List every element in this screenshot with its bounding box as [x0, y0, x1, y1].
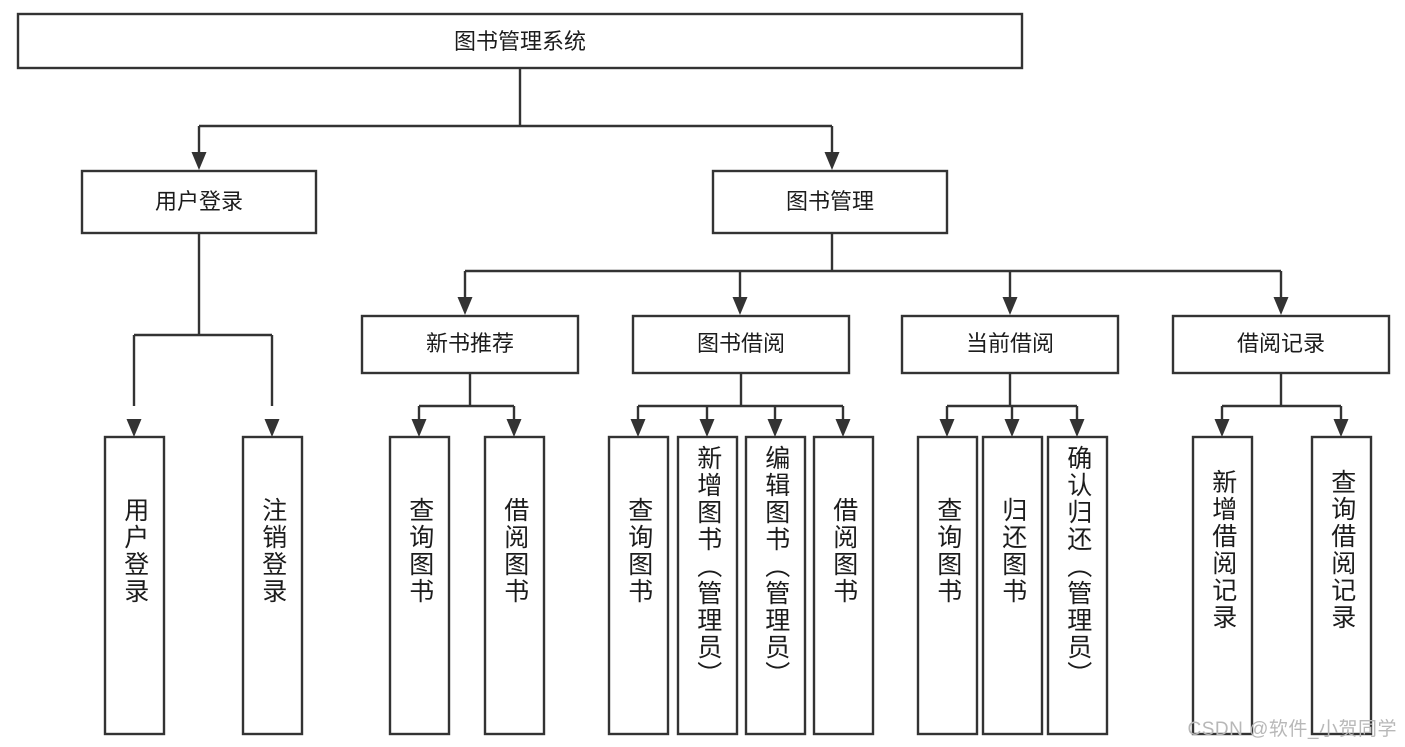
node-new-book-recommend[interactable]: 新书推荐 — [360, 314, 580, 375]
leaf-box-new-book-1[interactable] — [483, 435, 546, 736]
leaf-box-book-borrow-0[interactable] — [607, 435, 670, 736]
leaf-box-book-borrow-3[interactable] — [812, 435, 875, 736]
connector-group-user-login — [126, 233, 280, 437]
node-root-system[interactable]: 图书管理系统 — [16, 12, 1024, 70]
node-user-login-label: 用户登录 — [155, 189, 243, 214]
leaf-box-borrow-record-1[interactable] — [1310, 435, 1373, 736]
node-new-book-recommend-label: 新书推荐 — [426, 331, 514, 356]
leaf-box-borrow-record-0[interactable] — [1191, 435, 1254, 736]
leaf-box-book-borrow-1[interactable] — [676, 435, 739, 736]
connector-group-book-borrow — [630, 373, 851, 437]
node-book-manage[interactable]: 图书管理 — [711, 169, 949, 235]
leaf-box-book-borrow-2[interactable] — [744, 435, 807, 736]
node-user-login[interactable]: 用户登录 — [80, 169, 318, 235]
leaf-box-new-book-0[interactable] — [388, 435, 451, 736]
connector-group-borrow-record — [1214, 373, 1349, 437]
node-borrow-record-label: 借阅记录 — [1237, 331, 1325, 356]
node-borrow-record[interactable]: 借阅记录 — [1171, 314, 1391, 375]
leaf-box-current-borrow-2[interactable] — [1046, 435, 1109, 736]
node-current-borrow[interactable]: 当前借阅 — [900, 314, 1120, 375]
connector-group-root — [191, 68, 840, 170]
leaf-box-user-login-0[interactable] — [103, 435, 166, 736]
leaf-box-user-login-1[interactable] — [241, 435, 304, 736]
node-root-system-label: 图书管理系统 — [454, 29, 586, 54]
connector-group-current-borrow — [939, 373, 1085, 437]
leaf-box-current-borrow-1[interactable] — [981, 435, 1044, 736]
leaf-box-current-borrow-0[interactable] — [916, 435, 979, 736]
node-book-manage-label: 图书管理 — [786, 189, 874, 214]
node-current-borrow-label: 当前借阅 — [966, 331, 1054, 356]
node-book-borrow-label: 图书借阅 — [697, 331, 785, 356]
connector-group-book-manage — [457, 233, 1289, 315]
node-book-borrow[interactable]: 图书借阅 — [631, 314, 851, 375]
leaf-box-group — [103, 435, 1373, 736]
csdn-watermark: CSDN @软件_小贺同学 — [1187, 719, 1397, 740]
connector-group-new-book — [411, 373, 522, 437]
